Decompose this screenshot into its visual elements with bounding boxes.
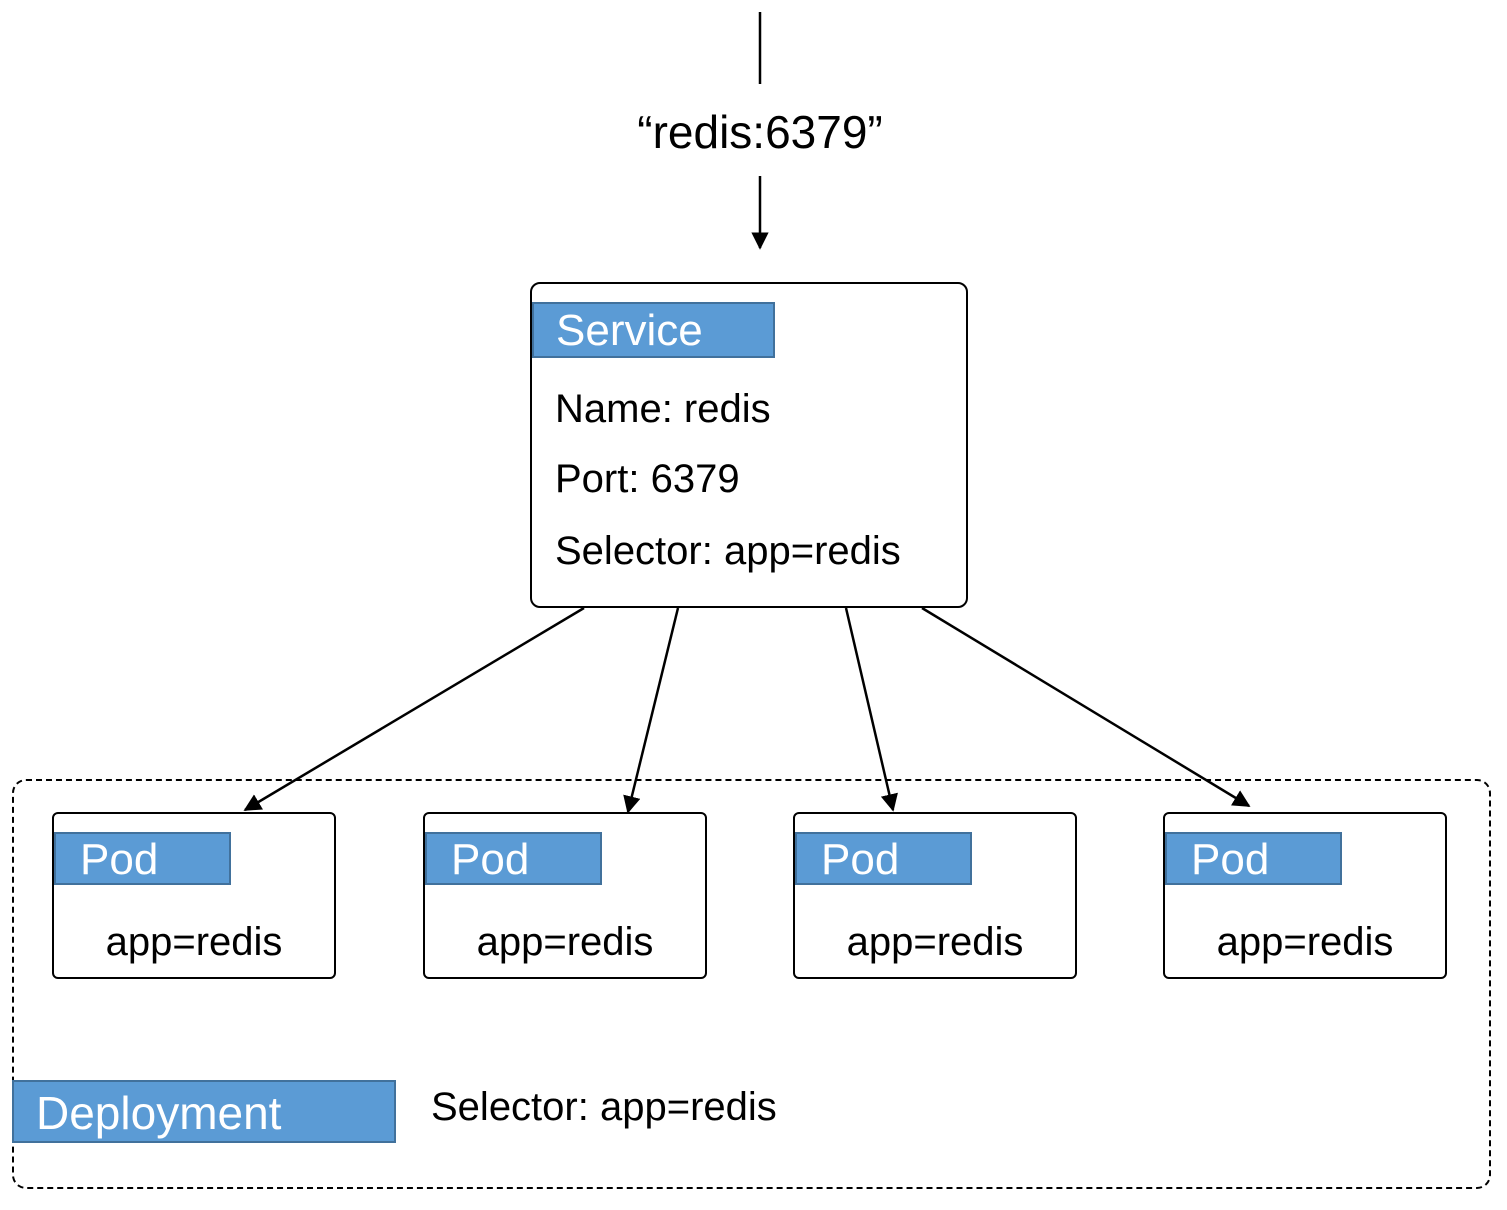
pod-tag: Pod xyxy=(54,832,231,885)
service-port-line: Port: 6379 xyxy=(555,457,740,501)
service-to-pod-4-arrow xyxy=(921,606,1251,808)
pod-label: app=redis xyxy=(1216,920,1394,964)
deployment-container xyxy=(12,779,1491,1189)
entry-endpoint-label: “redis:6379” xyxy=(637,106,883,158)
deployment-selector-line: Selector: app=redis xyxy=(431,1085,777,1129)
pod-tag: Pod xyxy=(795,832,972,885)
pod-tag: Pod xyxy=(425,832,602,885)
deployment-tag: Deployment xyxy=(12,1080,396,1143)
pod-box-2: Pod app=redis xyxy=(423,812,707,979)
service-box: Service Name: redis Port: 6379 Selector:… xyxy=(530,282,968,608)
service-name-line: Name: redis xyxy=(555,387,771,431)
pod-box-4: Pod app=redis xyxy=(1163,812,1447,979)
service-selector-line: Selector: app=redis xyxy=(555,529,901,573)
pod-box-1: Pod app=redis xyxy=(52,812,336,979)
service-tag: Service xyxy=(532,302,775,358)
pod-label: app=redis xyxy=(105,920,283,964)
pod-label: app=redis xyxy=(846,920,1024,964)
pod-label: app=redis xyxy=(476,920,654,964)
pod-box-3: Pod app=redis xyxy=(793,812,1077,979)
pod-tag: Pod xyxy=(1165,832,1342,885)
